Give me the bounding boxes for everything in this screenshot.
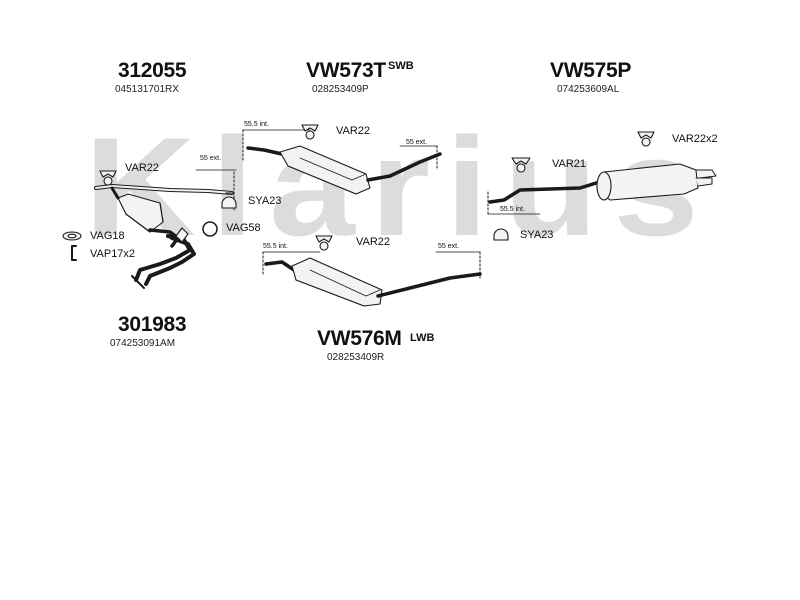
centre-silencer-vw573t: [242, 129, 442, 195]
label-vap17x2: VAP17x2: [90, 248, 136, 260]
label-var22: VAR22: [125, 162, 160, 174]
dim-int-573: 55.5 int.: [244, 121, 269, 128]
var22-hanger-icon: [99, 170, 117, 186]
variant-lwb: LWB: [410, 332, 435, 344]
dim-ext-front: 55 ext.: [200, 155, 222, 162]
part-code-vw575p: VW575P: [550, 59, 632, 82]
rear-silencer-vw575p: [487, 163, 717, 215]
label-vag18: VAG18: [90, 230, 125, 242]
front-pipe-catalyst-312055: [94, 169, 237, 248]
label-sya23: SYA23: [520, 229, 554, 241]
sya23-clamp-icon: [493, 228, 509, 241]
dim-ext-573: 55 ext.: [406, 139, 428, 146]
oem-ref-074253609al: 074253609AL: [557, 84, 620, 95]
var21-hanger-icon: [511, 157, 531, 173]
watermark: Klarius: [84, 109, 714, 265]
part-code-vw573t: VW573T: [306, 59, 386, 82]
oem-ref-028253409p: 028253409P: [312, 84, 369, 95]
var22-hanger-icon: [301, 124, 319, 140]
label-var21: VAR21: [552, 158, 587, 170]
oem-ref-028253409r: 028253409R: [327, 352, 385, 363]
dim-ext-576: 55 ext.: [438, 243, 460, 250]
downpipe-301983: [131, 227, 196, 289]
oem-ref-045131701rx: 045131701RX: [115, 84, 179, 95]
dim-int-576: 55.5 int.: [263, 243, 288, 250]
var22-hanger-icon: [315, 235, 333, 251]
variant-swb: SWB: [388, 60, 414, 72]
part-code-312055: 312055: [118, 59, 187, 82]
var22-hanger-icon: [637, 131, 655, 147]
label-var22: VAR22: [356, 236, 391, 248]
part-code-vw576m: VW576M: [317, 327, 402, 350]
part-code-301983: 301983: [118, 313, 187, 336]
dim-int-575: 55.5 int.: [500, 206, 525, 213]
silencer-vw576m: [262, 251, 482, 307]
label-vag58: VAG58: [226, 222, 261, 234]
sya23-clamp-icon: [221, 196, 237, 209]
label-var22x2: VAR22x2: [672, 133, 718, 145]
vap17-bolt-icon: [71, 245, 77, 261]
oem-ref-074253091am: 074253091AM: [110, 338, 176, 349]
vag58-ring-icon: [202, 221, 218, 237]
label-sya23: SYA23: [248, 195, 282, 207]
label-var22: VAR22: [336, 125, 371, 137]
vag18-gasket-icon: [62, 231, 82, 241]
